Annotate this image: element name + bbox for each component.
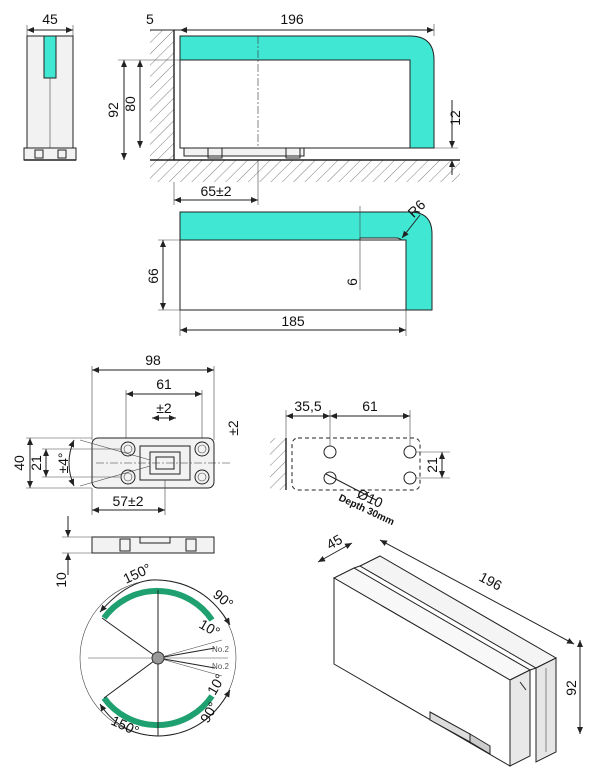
floor-hatch [150,160,460,182]
section-view: R6 66 6 185 [145,196,433,336]
plate-adj-v-label: ±2 [225,420,241,436]
no2-bottom: No.2 [212,662,229,671]
cut-height-label: 21 [424,457,440,473]
isometric-view: 45 196 92 [317,531,583,767]
plate-adj-label: ±2 [156,400,172,416]
iso-length-label: 196 [477,569,505,594]
notch-label: 6 [344,278,360,286]
offset-label: 5 [146,11,154,27]
iso-width-label: 45 [324,531,346,553]
plate-angle-label: ±4° [55,452,71,473]
length-label: 196 [280,11,304,27]
plate-holes-label: 61 [156,376,172,392]
angle-150-bottom: 150° [109,712,142,739]
plate-offset-label: 57±2 [112,493,143,509]
plate-thickness-label: 10 [53,572,69,588]
angle-10-bottom: 10° [204,671,228,697]
elevation-view: 5 196 92 80 12 65±2 [105,11,463,205]
angle-10-top: 10° [197,616,223,640]
side-view: 45 [23,11,77,161]
side-width-label: 45 [42,11,58,27]
plate-width-label: 98 [145,352,161,368]
adjust-label: 65±2 [200,183,231,199]
gap-label: 12 [447,110,463,126]
angle-90-bottom: 90° [197,699,221,725]
arc-bottom [101,694,215,729]
cut-holes-label: 61 [362,398,378,414]
section-length-label: 185 [281,313,305,329]
height-outer-label: 92 [105,102,121,118]
angle-90-top: 90° [210,586,237,612]
cutout-view: 35,5 61 21 Ø10 Depth 30mm [270,398,450,528]
wall-hatch [150,30,174,160]
no2-top: No.2 [212,645,229,654]
base-plate-view: 98 61 ±2 ±2 40 21 ±4° 57±2 [11,352,241,515]
plate-height-outer-label: 40 [11,455,27,471]
plate-height-inner-label: 21 [28,455,44,471]
arc-top [101,587,215,622]
plate-side-view: 10 [53,516,215,588]
cut-offset-label: 35,5 [294,398,321,414]
iso-height-label: 92 [563,680,579,696]
section-height-label: 66 [145,268,161,284]
rotation-diagram: 150° 90° 10° No.2 No.2 10° 90° 150° [79,560,237,739]
height-inner-label: 80 [122,96,138,112]
